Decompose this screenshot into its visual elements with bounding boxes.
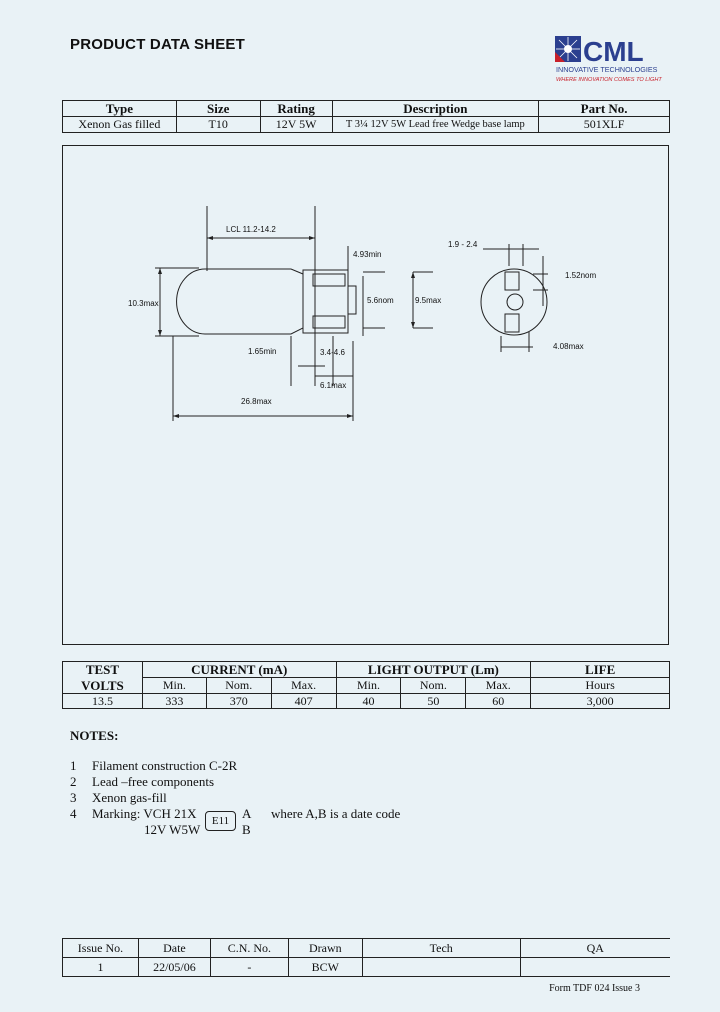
- logo-tagline: WHERE INNOVATION COMES TO LIGHT: [556, 77, 662, 83]
- current-min-label: Min.: [141, 677, 207, 694]
- description-value: T 3¼ 12V 5W Lead free Wedge base lamp: [331, 116, 540, 133]
- date-header: Date: [137, 938, 211, 958]
- drawn-value: BCW: [287, 957, 363, 977]
- light-nom-label: Nom.: [400, 677, 467, 694]
- dim-4-93: 4.93min: [353, 250, 381, 259]
- electrical-table: TEST CURRENT (mA) LIGHT OUTPUT (Lm) LIFE…: [62, 661, 670, 709]
- note-number: 4: [70, 806, 77, 821]
- technical-drawing-box: LCL 11.2-14.2 4.93min 10.3max 5.6nom 9.5…: [62, 145, 669, 645]
- life-value: 3,000: [530, 692, 670, 709]
- current-max-label: Max.: [270, 677, 337, 694]
- lamp-drawing: LCL 11.2-14.2 4.93min 10.3max 5.6nom 9.5…: [128, 206, 596, 421]
- life-header: LIFE: [530, 661, 670, 678]
- life-hours-label: Hours: [530, 677, 670, 694]
- dim-1-9: 1.9 - 2.4: [448, 240, 478, 249]
- note-number: 1: [70, 758, 77, 773]
- issue-no-value: 1: [62, 957, 139, 977]
- end-view-outline: [480, 268, 548, 336]
- note-text: Marking: VCH 21X: [92, 806, 197, 821]
- marking-a: A: [242, 806, 252, 821]
- light-max-value: 60: [465, 692, 532, 709]
- drawn-header: Drawn: [287, 938, 363, 958]
- cml-logo: CML INNOVATIVE TECHNOLOGIES WHERE INNOVA…: [555, 36, 662, 83]
- note-text: Lead –free components: [92, 774, 215, 789]
- note-text: Filament construction C-2R: [92, 758, 238, 773]
- part-no-value: 501XLF: [538, 116, 670, 133]
- table-row: 13.5 333 370 407 40 50 60 3,000: [62, 692, 670, 709]
- note-number: 3: [70, 790, 77, 805]
- current-nom-label: Nom.: [205, 677, 272, 694]
- cn-no-header: C.N. No.: [209, 938, 289, 958]
- current-max-value: 407: [270, 692, 337, 709]
- size-value: T10: [175, 116, 261, 133]
- note-number: 2: [70, 774, 77, 789]
- dim-4-08: 4.08max: [553, 342, 584, 351]
- dim-3-4: 3.4-4.6: [320, 348, 345, 357]
- light-max-label: Max.: [465, 677, 532, 694]
- light-header: LIGHT OUTPUT (Lm): [335, 661, 532, 678]
- type-value: Xenon Gas filled: [62, 116, 177, 133]
- col-size: Size: [175, 100, 261, 117]
- dim-10-3: 10.3max: [128, 299, 159, 308]
- light-min-value: 40: [335, 692, 402, 709]
- marking-note: where A,B is a date code: [271, 806, 401, 821]
- dim-1-65: 1.65min: [248, 347, 276, 356]
- product-table: Type Size Rating Description Part No. Xe…: [62, 100, 670, 133]
- marking-box: E11: [205, 811, 236, 831]
- tech-value: [361, 957, 521, 977]
- test-header: TEST: [62, 661, 143, 678]
- note-text: Xenon gas-fill: [92, 790, 167, 805]
- qa-value: [519, 957, 670, 977]
- test-volts-value: 13.5: [62, 692, 143, 709]
- marking-b: B: [242, 822, 251, 837]
- table-row: 1 22/05/06 - BCW: [62, 957, 670, 977]
- dim-1-52: 1.52nom: [565, 271, 596, 280]
- qa-header: QA: [519, 938, 670, 958]
- wedge-base: [302, 269, 349, 334]
- bulb-outline: [176, 268, 304, 335]
- dim-26-8: 26.8max: [241, 397, 272, 406]
- col-part-no: Part No.: [538, 100, 670, 117]
- marking-line-2: 12V W5W: [144, 822, 201, 837]
- logo-subtitle: INNOVATIVE TECHNOLOGIES: [556, 65, 658, 74]
- col-rating: Rating: [259, 100, 333, 117]
- issue-table: Issue No. Date C.N. No. Drawn Tech QA 1 …: [62, 938, 670, 977]
- tech-header: Tech: [361, 938, 521, 958]
- dim-6-1: 6.1max: [320, 381, 346, 390]
- notes-title: NOTES:: [70, 728, 119, 743]
- col-description: Description: [331, 100, 540, 117]
- page-title: PRODUCT DATA SHEET: [70, 36, 245, 53]
- dim-5-6: 5.6nom: [367, 296, 394, 305]
- light-min-label: Min.: [335, 677, 402, 694]
- current-min-value: 333: [141, 692, 207, 709]
- cn-no-value: -: [209, 957, 289, 977]
- col-type: Type: [62, 100, 177, 117]
- form-number: Form TDF 024 Issue 3: [549, 983, 640, 994]
- current-nom-value: 370: [205, 692, 272, 709]
- light-nom-value: 50: [400, 692, 467, 709]
- date-value: 22/05/06: [137, 957, 211, 977]
- current-header: CURRENT (mA): [141, 661, 337, 678]
- rating-value: 12V 5W: [259, 116, 333, 133]
- volts-header: VOLTS: [62, 677, 143, 694]
- dim-lcl: LCL 11.2-14.2: [226, 225, 276, 234]
- logo-text: CML: [583, 36, 644, 67]
- issue-no-header: Issue No.: [62, 938, 139, 958]
- dim-9-5: 9.5max: [415, 296, 441, 305]
